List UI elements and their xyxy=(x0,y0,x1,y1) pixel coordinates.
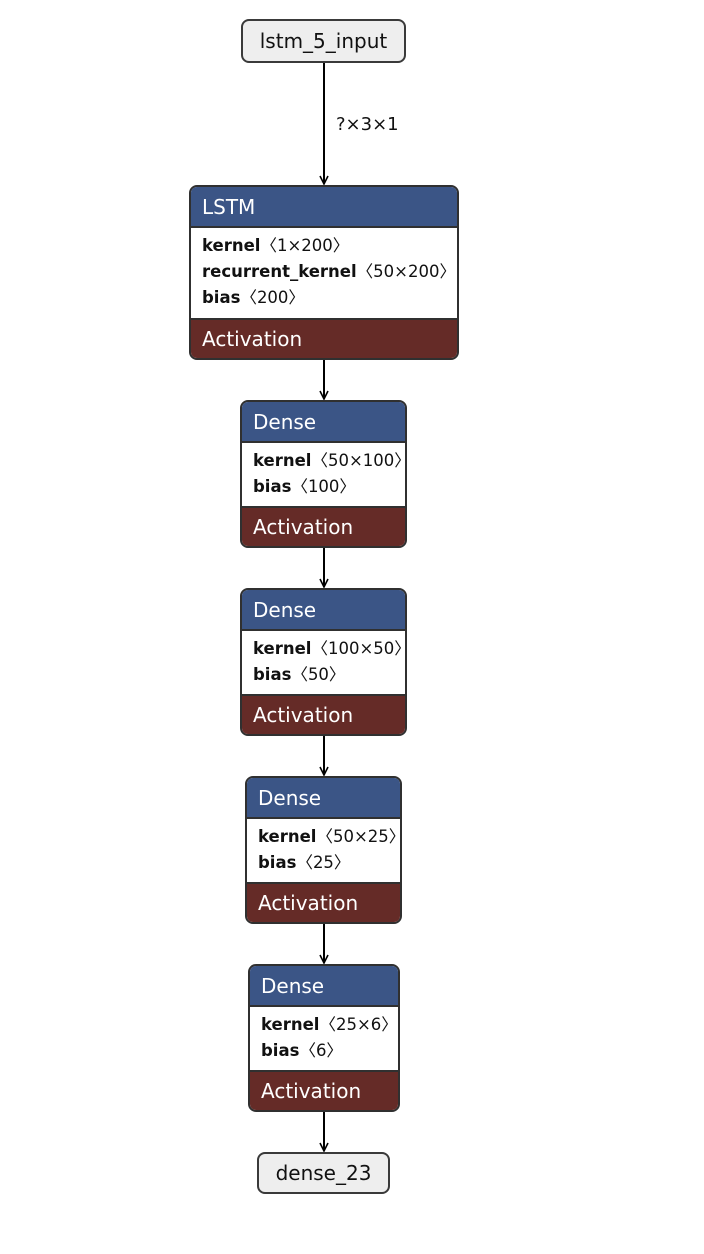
param-row: kernel〈25×6〉 xyxy=(261,1015,398,1034)
dense-layer-1[interactable]: Dense kernel〈50×100〉 bias〈100〉 Activatio… xyxy=(240,400,407,548)
input-shape-label: ?×3×1 xyxy=(336,114,399,135)
param-row: bias〈200〉 xyxy=(202,288,305,307)
param-row: kernel〈50×100〉 xyxy=(253,451,407,470)
output-node[interactable]: dense_23 xyxy=(257,1152,390,1194)
lstm-layer[interactable]: LSTM kernel〈1×200〉 recurrent_kernel〈50×2… xyxy=(189,185,459,360)
dense-layer-4[interactable]: Dense kernel〈25×6〉 bias〈6〉 Activation xyxy=(248,964,400,1112)
activation-label: Activation xyxy=(242,506,405,546)
activation-label: Activation xyxy=(242,694,405,734)
param-row: recurrent_kernel〈50×200〉 xyxy=(202,262,456,281)
layer-type: Dense xyxy=(242,590,405,631)
param-row: bias〈6〉 xyxy=(261,1041,343,1060)
output-node-label: dense_23 xyxy=(275,1161,372,1185)
dense-layer-3[interactable]: Dense kernel〈50×25〉 bias〈25〉 Activation xyxy=(245,776,402,924)
layer-type: Dense xyxy=(242,402,405,443)
layer-params: kernel〈50×25〉 bias〈25〉 xyxy=(247,819,400,876)
layer-type: LSTM xyxy=(191,187,457,228)
activation-label: Activation xyxy=(191,318,457,358)
layer-type: Dense xyxy=(247,778,400,819)
activation-label: Activation xyxy=(247,882,400,922)
param-row: bias〈50〉 xyxy=(253,665,346,684)
param-row: kernel〈100×50〉 xyxy=(253,639,407,658)
param-row: bias〈100〉 xyxy=(253,477,356,496)
layer-params: kernel〈1×200〉 recurrent_kernel〈50×200〉 b… xyxy=(191,228,457,311)
param-row: kernel〈1×200〉 xyxy=(202,236,350,255)
dense-layer-2[interactable]: Dense kernel〈100×50〉 bias〈50〉 Activation xyxy=(240,588,407,736)
input-node[interactable]: lstm_5_input xyxy=(241,19,406,63)
activation-label: Activation xyxy=(250,1070,398,1110)
layer-params: kernel〈25×6〉 bias〈6〉 xyxy=(250,1007,398,1064)
layer-type: Dense xyxy=(250,966,398,1007)
input-node-label: lstm_5_input xyxy=(259,29,388,53)
layer-params: kernel〈100×50〉 bias〈50〉 xyxy=(242,631,405,688)
layer-params: kernel〈50×100〉 bias〈100〉 xyxy=(242,443,405,500)
param-row: kernel〈50×25〉 xyxy=(258,827,402,846)
param-row: bias〈25〉 xyxy=(258,853,351,872)
